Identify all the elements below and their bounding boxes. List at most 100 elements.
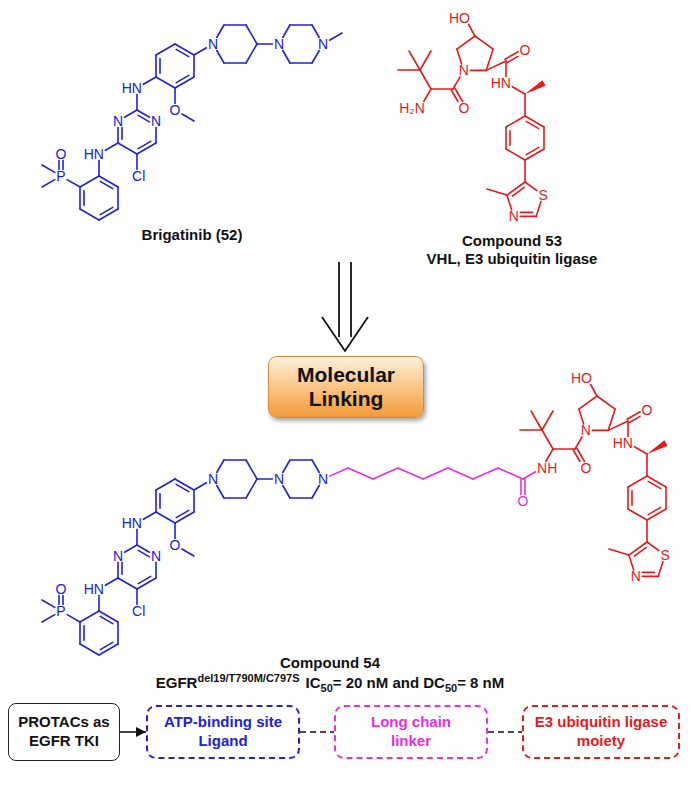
atom-label: HO <box>449 11 470 25</box>
bond-line <box>512 87 525 94</box>
subscript-text: 50 <box>321 679 333 697</box>
bond-line <box>575 437 582 449</box>
atom-label: O <box>642 403 653 417</box>
bond-line <box>628 509 647 520</box>
bond-line <box>648 481 661 488</box>
bond-line <box>118 578 137 589</box>
bond-line <box>424 89 431 102</box>
bond-line <box>523 472 536 479</box>
bond-line <box>409 51 420 70</box>
bond-line <box>136 530 138 546</box>
bond-line <box>597 396 615 409</box>
bond-line <box>629 555 634 570</box>
bond-line <box>155 490 157 512</box>
bond-line <box>312 51 319 64</box>
atom-label: N <box>459 63 469 77</box>
bond-line <box>658 562 663 577</box>
bond-line <box>469 25 475 37</box>
bond-line <box>579 396 597 409</box>
atom-label: N <box>274 37 284 51</box>
atom-label: O <box>56 582 67 596</box>
bond-line <box>505 61 507 77</box>
bond-line <box>193 490 195 512</box>
bond-line <box>524 160 526 182</box>
bond-line <box>290 62 312 64</box>
bond-line <box>647 542 659 551</box>
bond-line <box>100 207 113 214</box>
atom-label: O <box>170 103 181 117</box>
atom-label: O <box>520 43 531 57</box>
bond-line <box>217 460 224 473</box>
arrow-shaft <box>338 262 340 337</box>
bond-line <box>546 449 553 462</box>
bond-line <box>531 411 542 430</box>
box-text: ATP-binding site Ligand <box>154 713 292 751</box>
bond-line <box>470 70 486 72</box>
bond-line <box>486 61 506 70</box>
bond-line <box>627 487 629 509</box>
bond-line <box>117 622 119 644</box>
atom-label: N <box>318 472 328 486</box>
bond-line <box>156 44 175 55</box>
arrow-connector <box>120 731 146 733</box>
bond-line <box>290 459 312 461</box>
bond-line <box>98 161 100 177</box>
bond-line <box>79 622 81 644</box>
bond-line <box>83 626 85 641</box>
atom-label: N <box>151 549 161 563</box>
bond-line <box>83 191 85 206</box>
bond-line <box>509 131 511 146</box>
bond-line <box>42 180 55 187</box>
arrow-head <box>322 317 368 351</box>
retrosynthesis-arrow <box>322 262 368 351</box>
bond-line <box>525 182 537 191</box>
atom-label: O <box>459 101 470 115</box>
atom-label: S <box>660 548 669 562</box>
bond-line <box>42 600 55 607</box>
bond-line <box>487 189 507 195</box>
compound-name: Brigatinib (52) <box>142 226 243 244</box>
bond-line <box>505 127 507 149</box>
bond-line <box>330 33 342 40</box>
bond-line <box>330 468 348 476</box>
bond-line <box>648 507 661 514</box>
bond-line <box>193 55 195 77</box>
bond-line <box>224 24 246 26</box>
bond-line <box>217 51 224 64</box>
bond-line <box>506 116 525 127</box>
atom-label: N <box>113 549 123 563</box>
bond-line <box>631 491 633 506</box>
bond-line <box>176 484 189 491</box>
bond-line <box>312 25 319 38</box>
atom-label: N <box>581 423 591 437</box>
compound-name: Compound 54 <box>280 654 380 672</box>
bond-line <box>224 497 246 499</box>
activity-text: IC <box>306 674 321 692</box>
bond-line <box>138 115 149 121</box>
atom-label: O <box>170 538 181 552</box>
bond-line <box>80 176 99 187</box>
bond-line <box>67 615 80 622</box>
atom-label: HN <box>122 516 142 530</box>
atom-label: NH <box>537 461 557 475</box>
activity-line: EGFRdel19/T790M/C797SIC50= 20 nM and DC5… <box>156 674 505 693</box>
bond-line <box>634 547 646 556</box>
bond-line <box>67 180 80 187</box>
bond-line <box>42 615 55 622</box>
bond-line <box>420 70 431 89</box>
bond-line <box>121 128 123 140</box>
atom-label: N <box>509 209 519 223</box>
bond-line <box>176 510 189 517</box>
process-box: Molecular Linking <box>268 356 424 418</box>
atom-label: N <box>208 37 218 51</box>
bond-line <box>136 95 138 111</box>
bond-line <box>498 468 523 479</box>
bond-line <box>194 483 206 490</box>
bond-line <box>105 578 118 585</box>
bond-line <box>80 611 99 622</box>
activity-text: = 20 nM and DC <box>333 674 445 692</box>
bond-line <box>628 476 647 487</box>
atom-label: O <box>56 147 67 161</box>
bond-line <box>348 468 373 479</box>
atom-label: N <box>631 569 641 583</box>
